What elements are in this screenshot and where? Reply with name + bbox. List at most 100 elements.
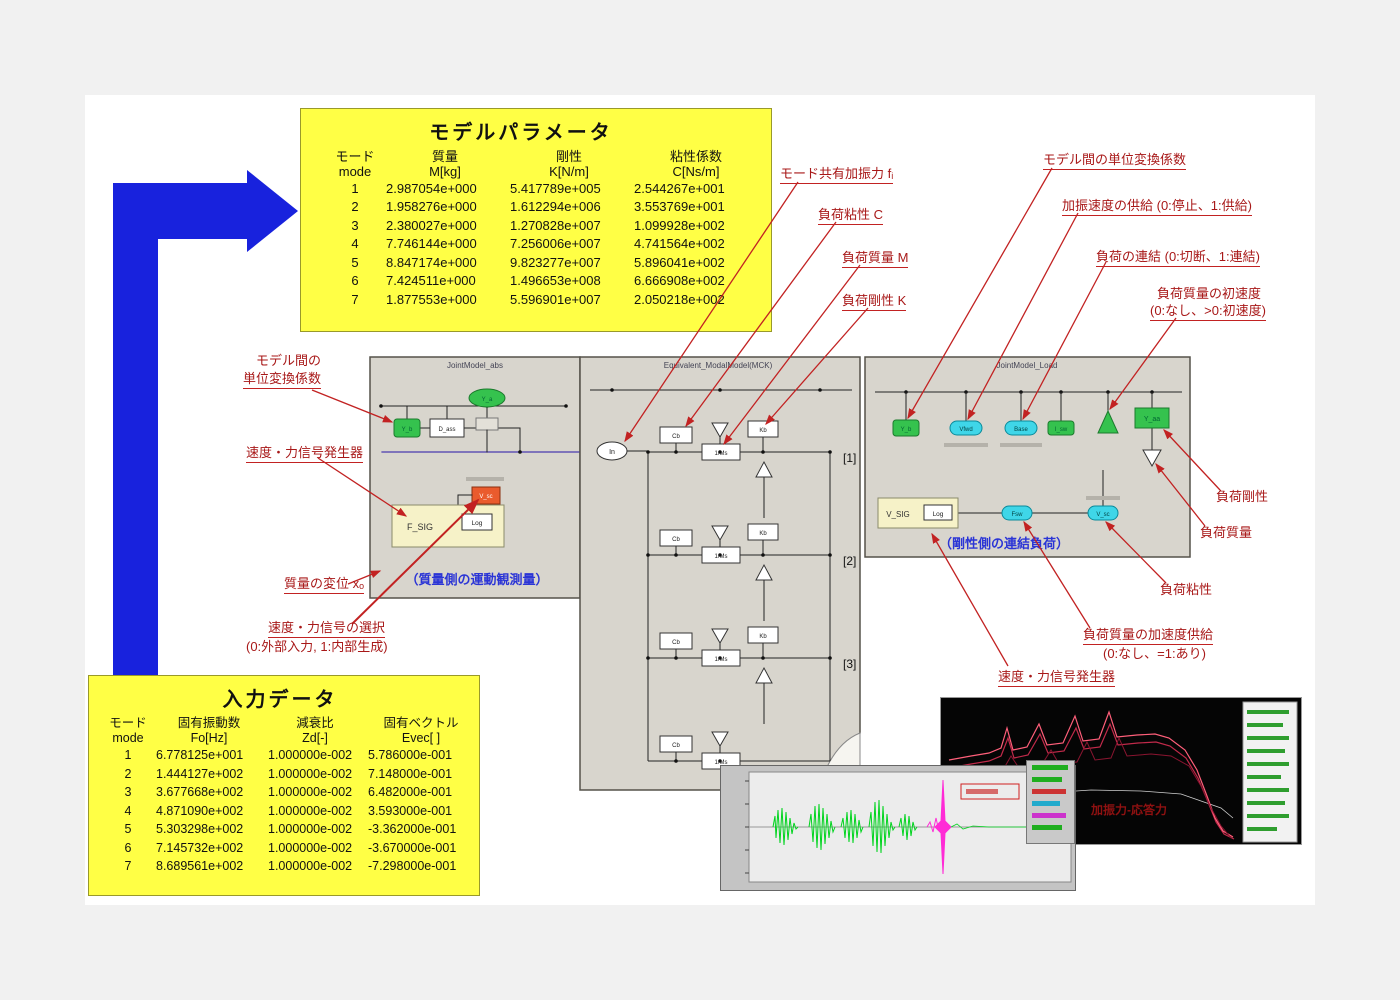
block-accel-supply	[1001, 505, 1033, 521]
annotation-init-velocity-note: (0:なし、>0:初速度)	[1150, 300, 1266, 321]
svg-text:F_SIG: F_SIG	[407, 522, 433, 532]
block-log-right	[923, 504, 953, 521]
frequency-response-plot: 加振力-応答力	[948, 701, 1298, 843]
tiny-gray-caption	[1000, 443, 1042, 447]
annotation-signal-select-note: (0:外部入力, 1:内部生成)	[246, 639, 388, 654]
svg-text:Vfwd: Vfwd	[959, 427, 972, 433]
annotation-signal-select: 速度・力信号の選択	[268, 617, 386, 638]
panel-modal-model: Equivalent_ModalModel(MCK) In Cb 1/Ms Kb…	[579, 356, 861, 791]
svg-text:Y_b: Y_b	[901, 427, 912, 433]
annotation-unit-conv-right: モデル間の単位変換係数	[1043, 149, 1187, 170]
block-dass	[429, 418, 465, 438]
svg-text:Log: Log	[933, 511, 944, 518]
wave-impulse	[934, 779, 952, 875]
annotation-signal-gen-left: 速度・力信号発生器	[246, 442, 364, 463]
legend-entry	[1032, 789, 1066, 794]
block-init-velocity-gain	[1097, 409, 1119, 434]
annotation-load-mass-m: 負荷質量 M	[842, 247, 909, 268]
svg-text:1/Ms: 1/Ms	[714, 554, 727, 560]
legend-entry	[1032, 825, 1062, 830]
annotation-load-damping-c: 負荷粘性 C	[818, 204, 884, 225]
panel-jointmodel-load: JointModel_Load Y_b Vfwd Base I_sw Y_aa …	[864, 356, 1191, 558]
block-init-switch	[1047, 420, 1075, 436]
svg-text:1/Ms: 1/Ms	[714, 657, 727, 663]
svg-text:Kb: Kb	[759, 531, 767, 537]
panel-title-left: JointModel_abs	[447, 361, 503, 370]
svg-text:Kb: Kb	[759, 634, 767, 640]
block-excitation-supply	[949, 420, 983, 436]
svg-text:1/Ms: 1/Ms	[714, 760, 727, 766]
block-load-damping	[1087, 505, 1119, 521]
svg-text:V_sc: V_sc	[479, 494, 492, 500]
annotation-signal-gen-right: 速度・力信号発生器	[998, 666, 1116, 687]
tiny-gray-caption	[1086, 496, 1120, 500]
block-load-connection	[1004, 420, 1038, 436]
annotation-load-stiffness-k: 負荷剛性 K	[842, 290, 907, 311]
svg-text:Cb: Cb	[672, 640, 680, 646]
svg-text:Base: Base	[1014, 427, 1028, 433]
wave-burst	[868, 799, 896, 854]
svg-text:Cb: Cb	[672, 434, 680, 440]
mode-tag-1: [1]	[843, 451, 856, 465]
annotation-excitation-supply: 加振速度の供給 (0:停止、1:供給)	[1062, 195, 1252, 216]
annotation-load-damping: 負荷粘性	[1160, 582, 1213, 597]
svg-text:Fsw: Fsw	[1012, 512, 1024, 518]
caption-stiffness-side: （剛性側の連結負荷）	[939, 536, 1069, 551]
legend-entry	[1032, 777, 1062, 782]
annotation-unit-conv-left-1: モデル間の	[256, 353, 322, 368]
modal-row-2: Cb 1/Ms Kb [2]	[646, 523, 856, 621]
blue-flow-arrow	[113, 170, 298, 678]
waveform-plot	[745, 771, 1072, 883]
annotation-load-connection: 負荷の連結 (0:切断、1:連結)	[1096, 246, 1260, 267]
scope-legend-panel	[1026, 760, 1075, 844]
annotation-accel-supply-note: (0:なし、=1:あり)	[1103, 646, 1206, 661]
svg-text:In: In	[609, 449, 615, 456]
wave-burst	[898, 813, 918, 841]
block-unit-conv-right	[892, 419, 920, 437]
svg-text:Y_aa: Y_aa	[1144, 416, 1160, 423]
freq-plot-label: 加振力-応答力	[1090, 802, 1167, 817]
model-parameter-title: モデルパラメータ	[429, 122, 613, 144]
legend-entry	[1032, 813, 1066, 818]
waveform-window	[720, 765, 1076, 891]
svg-text:Y_a: Y_a	[482, 397, 493, 403]
input-data-title: 入力データ	[222, 689, 338, 711]
wave-burst	[808, 803, 836, 851]
annotation-init-velocity: 負荷質量の初速度	[1157, 286, 1262, 301]
annotation-load-stiffness: 負荷剛性	[1216, 489, 1269, 504]
block-small-gain	[475, 417, 499, 431]
modal-row-3: Cb 1/Ms Kb [3]	[646, 626, 856, 724]
annotation-mass-displacement: 質量の変位 xₒ	[284, 573, 365, 594]
svg-text:Cb: Cb	[672, 537, 680, 543]
annotation-accel-supply: 負荷質量の加速度供給	[1083, 624, 1214, 645]
svg-text:Log: Log	[472, 520, 483, 527]
panel-jointmodel-abs: JointModel_abs Y_b D_ass Y_a V_sc F_SIG …	[369, 356, 597, 599]
svg-text:Y_b: Y_b	[402, 427, 413, 433]
mode-tag-2: [2]	[843, 554, 856, 568]
svg-text:V_SIG: V_SIG	[886, 510, 910, 519]
wave-label-box	[960, 783, 1020, 800]
legend-entry	[1032, 801, 1060, 806]
wave-burst	[840, 809, 864, 844]
wave-burst	[772, 807, 799, 846]
svg-text:V_sc: V_sc	[1096, 512, 1109, 518]
block-ya	[468, 388, 506, 408]
